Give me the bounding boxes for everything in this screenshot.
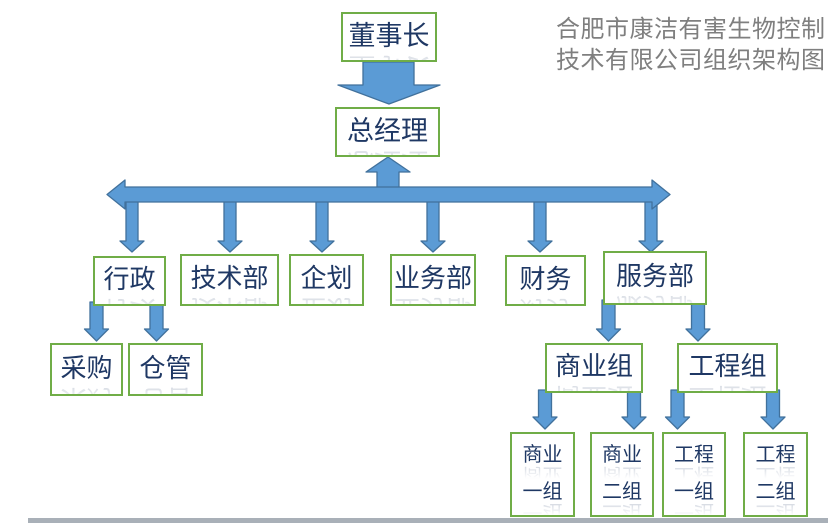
horizontal-scrollbar[interactable] [28, 518, 828, 523]
node-commercial-team-2-line2: 二组 [602, 478, 642, 503]
node-engineering-group: 工程组工程组 [677, 343, 778, 393]
node-warehouse-label: 仓管 [139, 353, 192, 384]
node-commercial-team-2-line1: 商业 [602, 442, 642, 466]
node-commercial-team-1-line2: 一组 [522, 478, 563, 503]
node-tech-dept-label: 技术部 [190, 264, 269, 295]
node-commercial-team-1: 商业商业 一组一组 [510, 432, 575, 517]
node-chairman-label: 董事长 [348, 20, 430, 52]
node-engineering-group-label: 工程组 [688, 352, 767, 383]
node-engineering-team-2: 工程工程 二组二组 [743, 432, 808, 517]
arrow-bar-to-admin-icon [119, 195, 145, 253]
arrow-bar-to-business-dept-icon [420, 195, 446, 253]
node-chairman: 董事长董事长 [341, 12, 437, 62]
arrow-engineering-to-team2-icon [760, 389, 786, 430]
node-planning-label: 企划 [300, 264, 353, 295]
distribution-bar-double-arrow-icon [106, 179, 671, 210]
node-finance: 财务财务 [505, 255, 586, 306]
arrow-commercial-to-team1-icon [532, 389, 558, 430]
node-procurement-label: 采购 [60, 353, 113, 384]
diagram-title-line2: 技术有限公司组织架构图 [556, 46, 826, 74]
arrow-commercial-to-team2-icon [621, 389, 647, 430]
arrow-service-to-engineering-group-icon [685, 299, 711, 342]
node-engineering-team-1-line1: 工程 [674, 442, 714, 466]
node-commercial-team-1-line1: 商业 [522, 442, 563, 466]
arrow-service-to-commercial-group-icon [595, 299, 622, 342]
node-general-manager-label: 总经理 [347, 115, 428, 147]
arrow-bar-to-finance-icon [527, 195, 553, 253]
node-procurement: 采购采购 [50, 343, 123, 396]
node-warehouse: 仓管仓管 [128, 343, 203, 396]
node-engineering-team-2-line2: 二组 [755, 478, 796, 503]
node-commercial-team-2: 商业商业 二组二组 [590, 432, 654, 517]
node-admin-label: 行政 [103, 265, 156, 296]
arrow-chairman-to-gm-icon [337, 61, 441, 105]
arrow-engineering-to-team1-icon [664, 389, 691, 430]
node-service-dept-label: 服务部 [615, 262, 694, 293]
node-engineering-team-2-line1: 工程 [755, 442, 796, 466]
node-tech-dept: 技术部技术部 [180, 254, 279, 306]
node-finance-label: 财务 [519, 264, 572, 295]
node-service-dept: 服务部服务部 [603, 251, 707, 305]
node-commercial-group: 商业组商业组 [545, 343, 643, 393]
node-business-dept: 业务部业务部 [390, 254, 476, 306]
arrow-admin-to-procurement-icon [83, 301, 110, 342]
arrow-admin-to-warehouse-icon [143, 301, 170, 342]
diagram-title-line1: 合肥市康洁有害生物控制 [556, 15, 826, 43]
arrow-bar-to-service-dept-icon [638, 195, 664, 253]
node-admin: 行政行政 [93, 256, 166, 306]
arrow-bar-to-planning-icon [309, 195, 335, 253]
node-engineering-team-1-line2: 一组 [674, 478, 714, 503]
node-planning: 企划企划 [289, 254, 364, 306]
node-general-manager: 总经理总经理 [335, 107, 440, 157]
arrow-bar-to-tech-dept-icon [217, 195, 243, 253]
diagram-title: 合肥市康洁有害生物控制 技术有限公司组织架构图 [556, 14, 828, 76]
node-business-dept-label: 业务部 [393, 264, 472, 295]
node-engineering-team-1: 工程工程 一组一组 [662, 432, 726, 517]
node-commercial-group-label: 商业组 [554, 352, 633, 383]
